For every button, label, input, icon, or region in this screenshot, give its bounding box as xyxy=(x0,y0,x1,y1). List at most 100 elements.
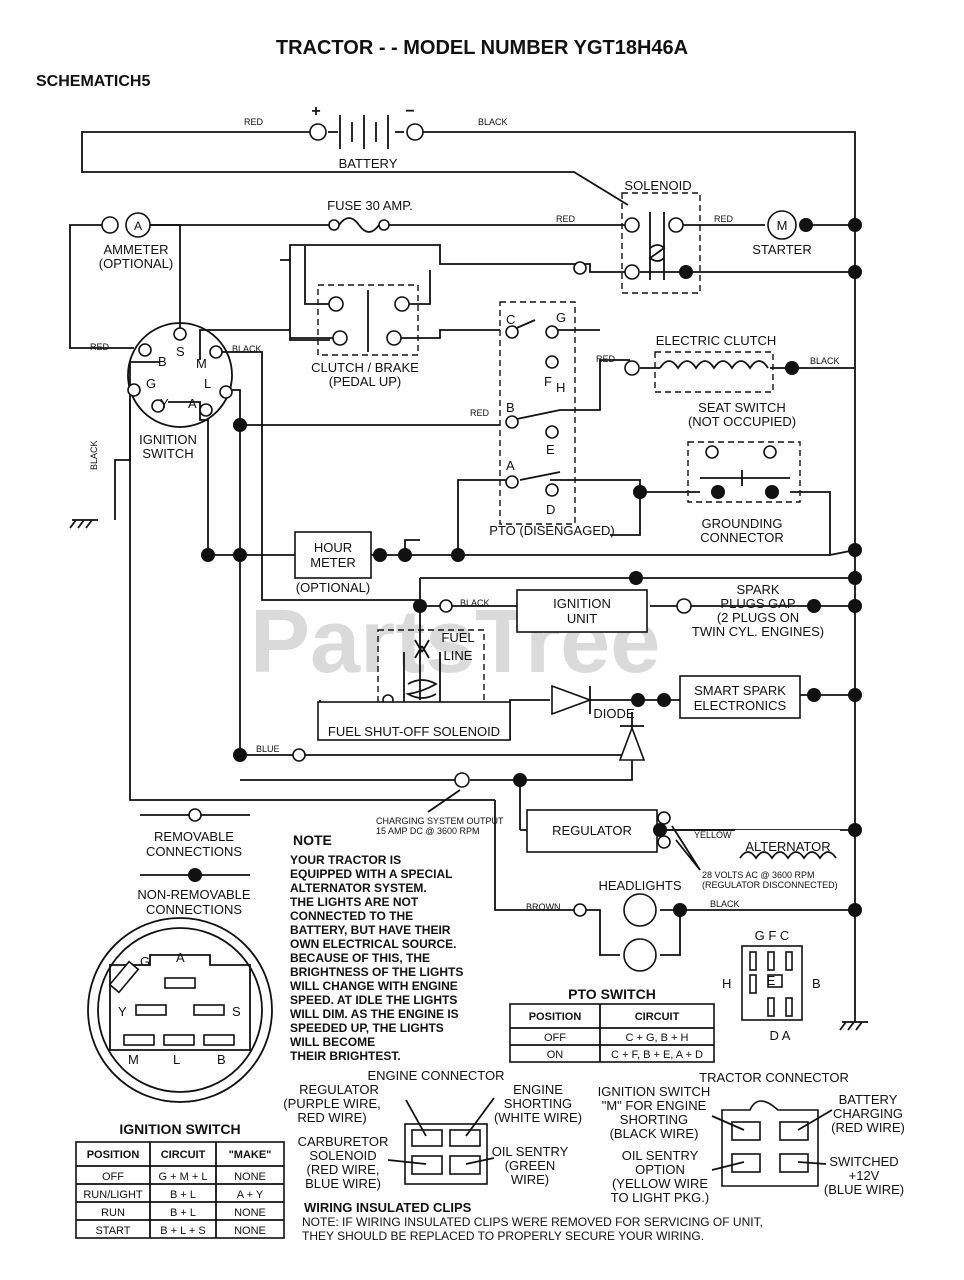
ec-carb-1: CARBURETOR xyxy=(298,1134,389,1149)
tc-bat-1: BATTERY xyxy=(839,1092,898,1107)
legend: REMOVABLE CONNECTIONS NON-REMOVABLE CONN… xyxy=(137,808,251,917)
note-line: EQUIPPED WITH A SPECIAL xyxy=(290,867,452,881)
wire-labels: RED BLACK RED RED RED BLACK RED BLACK RE… xyxy=(89,117,840,912)
alt-ac-2: (REGULATOR DISCONNECTED) xyxy=(702,880,838,890)
spark-label-3: (2 PLUGS ON xyxy=(717,610,799,625)
ec-carb-2: SOLENOID xyxy=(309,1148,376,1163)
fuel-solenoid: FUEL LINE FUEL SHUT-OFF SOLENOID xyxy=(317,630,511,741)
wire-label-red-ignition: RED xyxy=(90,342,110,352)
pto-a: A xyxy=(506,458,515,473)
fuse-label: FUSE 30 AMP. xyxy=(327,198,413,213)
ignition-switch-label-1: IGNITION xyxy=(139,432,197,447)
face-l: L xyxy=(173,1052,180,1067)
note-line: YOUR TRACTOR IS xyxy=(290,853,401,867)
hour-meter-optional: (OPTIONAL) xyxy=(296,580,370,595)
pto-pinout-top: G F C xyxy=(755,928,790,943)
tc-sw-3: (BLUE WIRE) xyxy=(824,1182,904,1197)
tc-bat-3: (RED WIRE) xyxy=(831,1120,905,1135)
alternator-label: ALTERNATOR xyxy=(745,839,830,854)
pto-td: C + G, B + H xyxy=(626,1032,689,1044)
tc-oil-2: OPTION xyxy=(635,1162,685,1177)
pto-td: OFF xyxy=(544,1032,566,1044)
ignition-switch-face: G A Y S M L B xyxy=(87,917,273,1103)
legend-removable-1: REMOVABLE xyxy=(154,829,234,844)
face-b: B xyxy=(217,1052,226,1067)
clips-title: WIRING INSULATED CLIPS xyxy=(304,1200,472,1215)
alt-ac-1: 28 VOLTS AC @ 3600 RPM xyxy=(702,870,815,880)
note-line: BECAUSE OF THIS, THE xyxy=(290,951,430,965)
tc-sw-2: +12V xyxy=(849,1168,880,1183)
note-line: ALTERNATOR SYSTEM. xyxy=(290,881,427,895)
ign-td: B + L + S xyxy=(160,1225,205,1237)
wire-label-black-battery: BLACK xyxy=(478,117,508,127)
battery-minus: − xyxy=(405,103,414,120)
clutch-brake-switch: CLUTCH / BRAKE (PEDAL UP) xyxy=(311,290,419,389)
pto-td: C + F, B + E, A + D xyxy=(611,1049,703,1061)
ammeter: A AMMETER (OPTIONAL) xyxy=(99,212,173,271)
ign-term-g: G xyxy=(146,376,156,391)
clips-line-2: THEY SHOULD BE REPLACED TO PROPERLY SECU… xyxy=(302,1229,704,1243)
spark-label-4: TWIN CYL. ENGINES) xyxy=(692,624,824,639)
battery-positive-terminal xyxy=(309,123,327,141)
ign-td: RUN xyxy=(101,1207,125,1219)
ec-reg-3: RED WIRE) xyxy=(297,1110,366,1125)
pto-c: C xyxy=(506,312,515,327)
ign-term-b: B xyxy=(158,354,167,369)
ign-term-l: L xyxy=(204,376,211,391)
battery-label: BATTERY xyxy=(339,156,398,171)
regulator-label: REGULATOR xyxy=(552,823,632,838)
regulator: REGULATOR xyxy=(526,809,671,853)
smart-spark: SMART SPARK ELECTRONICS xyxy=(679,675,801,719)
ign-term-a: A xyxy=(188,396,197,411)
note-line: WILL BECOME xyxy=(290,1035,375,1049)
ignition-unit-label-2: UNIT xyxy=(567,611,597,626)
clips-note: WIRING INSULATED CLIPS NOTE: IF WIRING I… xyxy=(302,1200,763,1243)
smart-spark-label-1: SMART SPARK xyxy=(694,683,786,698)
fuse: FUSE 30 AMP. xyxy=(327,198,413,233)
battery: + − BATTERY xyxy=(309,103,424,171)
ign-th: POSITION xyxy=(87,1149,140,1161)
legend-nonremovable-2: CONNECTIONS xyxy=(146,902,242,917)
ignition-switch: B S M G L Y A IGNITION SWITCH xyxy=(127,322,233,461)
tractor-connector-title: TRACTOR CONNECTOR xyxy=(699,1070,849,1085)
ammeter-optional: (OPTIONAL) xyxy=(99,256,173,271)
pto-switch-table: PTO SWITCH POSITION CIRCUIT OFF C + G, B… xyxy=(509,986,715,1063)
ign-term-s: S xyxy=(176,344,185,359)
note-line: BRIGHTNESS OF THE LIGHTS xyxy=(290,965,463,979)
wire-label-black-headlight: BLACK xyxy=(710,899,740,909)
wire-label-red-battery: RED xyxy=(244,117,264,127)
ign-td: G + M + L xyxy=(159,1171,208,1183)
clutch-brake-label: CLUTCH / BRAKE xyxy=(311,360,419,375)
ec-short-2: SHORTING xyxy=(504,1096,572,1111)
ign-th: "MAKE" xyxy=(229,1149,272,1161)
seat-switch-label: SEAT SWITCH xyxy=(698,400,786,415)
note-heading: NOTE xyxy=(293,832,332,848)
headlights-label: HEADLIGHTS xyxy=(598,878,681,893)
note-line: SPEED. AT IDLE THE LIGHTS xyxy=(290,993,457,1007)
headlights: HEADLIGHTS xyxy=(573,878,682,972)
pto-pinout-right: B xyxy=(812,976,821,991)
starter-symbol: M xyxy=(777,218,788,233)
ign-td: A + Y xyxy=(237,1189,264,1201)
wire-label-black-ground: BLACK xyxy=(89,440,99,470)
pto-disengaged-label: PTO (DISENGAGED) xyxy=(489,523,614,538)
note-line: CONNECTED TO THE xyxy=(290,909,413,923)
ec-short-1: ENGINE xyxy=(513,1082,563,1097)
pto-table-title: PTO SWITCH xyxy=(568,986,656,1002)
pto-switch: C G F H B E A D PTO (DISENGAGED) xyxy=(489,310,614,538)
grounding-label-1: GROUNDING xyxy=(702,516,783,531)
wire-label-yellow: YELLOW xyxy=(694,830,732,840)
note-line: THE LIGHTS ARE NOT xyxy=(290,895,419,909)
ammeter-label: AMMETER xyxy=(104,242,169,257)
ignition-unit: IGNITION UNIT SPARK PLUGS GAP (2 PLUGS O… xyxy=(439,582,824,639)
wires xyxy=(69,131,856,1022)
tractor-connector: TRACTOR CONNECTOR IGNITION SWITCH "M" FO… xyxy=(598,1070,905,1205)
charging-label-2: 15 AMP DC @ 3600 RPM xyxy=(376,826,480,836)
wire-label-red-clutch: RED xyxy=(596,354,616,364)
wire-label-red-pto: RED xyxy=(470,408,490,418)
ignition-switch-label-2: SWITCH xyxy=(142,446,193,461)
ign-td: NONE xyxy=(234,1171,266,1183)
starter: M STARTER xyxy=(752,210,813,257)
ign-td: NONE xyxy=(234,1207,266,1219)
note-line: WILL CHANGE WITH ENGINE xyxy=(290,979,458,993)
